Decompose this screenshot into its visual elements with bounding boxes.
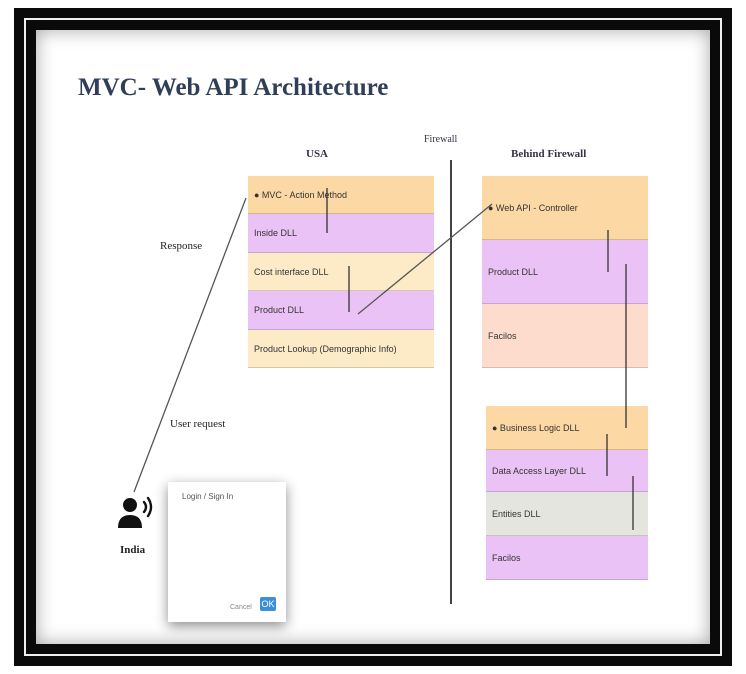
connector-lines [133, 188, 634, 530]
usa-row-action-method: ● MVC - Action Method [248, 176, 434, 214]
firewall-line [450, 160, 452, 604]
user-name: India [120, 544, 146, 556]
cross-firewall-link [357, 203, 493, 315]
diagram-canvas: MVC- Web API Architecture USA Firewall B… [36, 30, 710, 644]
behind-row-web-api-controller: ● Web API - Controller [482, 176, 648, 240]
usa-row-product-lookup: Product Lookup (Demographic Info) [248, 330, 434, 368]
behind-row-entities: Entities DLL [486, 492, 648, 536]
login-cancel-button[interactable]: Cancel [230, 604, 252, 611]
behind-row-data-access: Data Access Layer DLL [486, 450, 648, 492]
response-label: Response [160, 240, 203, 252]
inner-frame-line [24, 18, 722, 656]
usa-row-inside-dll: Inside DLL [248, 214, 434, 253]
behind-top-stack: ● Web API - Controller Product DLL Facil… [482, 176, 648, 368]
diagram-title: MVC- Web API Architecture [78, 74, 389, 101]
firewall-label: Firewall [424, 134, 458, 145]
behind-firewall-header: Behind Firewall [511, 148, 587, 160]
usa-header: USA [306, 148, 329, 160]
usa-row-cost-interface: Cost interface DLL [248, 253, 434, 291]
login-ok-button[interactable]: OK [260, 597, 276, 611]
user-request-arrow [133, 197, 247, 493]
behind-row-business-logic: ● Business Logic DLL [486, 406, 648, 450]
user-speaking-icon [116, 496, 156, 530]
user-request-label: User request [170, 418, 226, 430]
behind-row-facilos-top: Facilos [482, 304, 648, 368]
behind-row-product-dll: Product DLL [482, 240, 648, 304]
behind-row-facilos-bottom: Facilos [486, 536, 648, 580]
login-title: Login / Sign In [182, 492, 234, 501]
login-dialog: Login / Sign In Cancel OK [168, 482, 286, 622]
behind-bottom-stack: ● Business Logic DLL Data Access Layer D… [486, 406, 648, 580]
usa-row-product-dll: Product DLL [248, 291, 434, 330]
usa-stack: ● MVC - Action Method Inside DLL Cost in… [248, 176, 434, 368]
